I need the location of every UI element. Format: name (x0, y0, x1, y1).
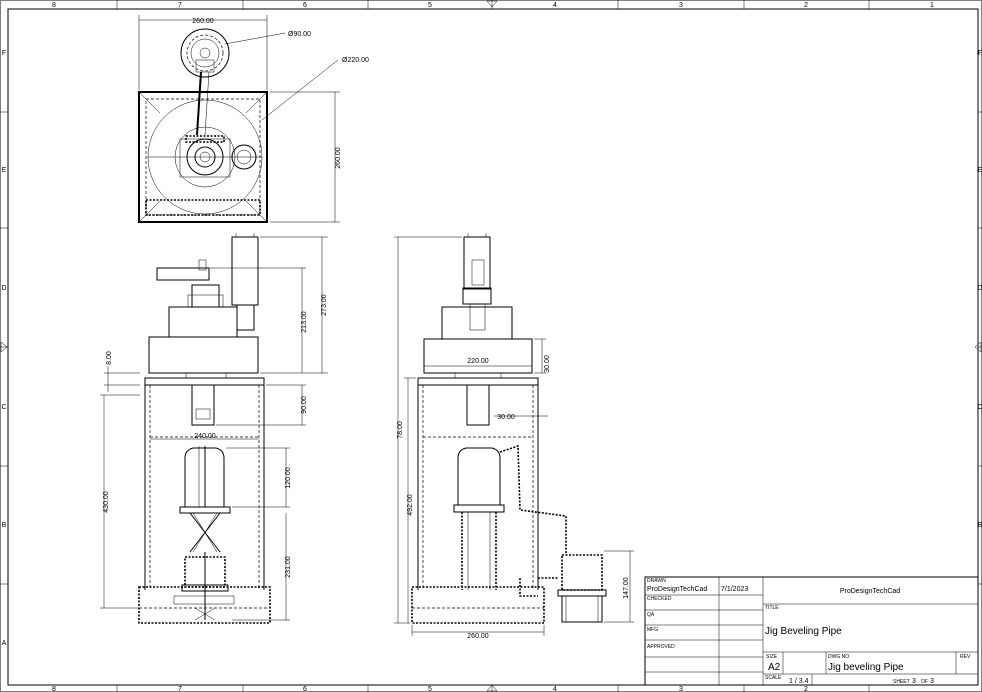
dim-front-plate: 8.00 (106, 351, 113, 365)
zone-label: F (978, 50, 982, 57)
dim-front-upper-height: 273.00 (321, 294, 328, 316)
zone-label: C (977, 404, 982, 411)
sheet-number: 3 (912, 678, 916, 685)
qa-label: QA (647, 612, 655, 618)
dim-side-flange: 220.00 (467, 358, 489, 365)
side-view: 78.00 220.00 30.00 30.00 492.00 147.00 2… (394, 233, 634, 640)
drawn-label: DRAWN (647, 578, 666, 584)
zone-label: 2 (804, 686, 808, 692)
zone-label: 3 (679, 686, 683, 692)
zone-label: C (1, 404, 6, 411)
company-name: ProDesignTechCad (840, 588, 900, 595)
dim-front-gap: 90.00 (301, 396, 308, 414)
drawing-title: Jig Beveling Pipe (765, 626, 842, 637)
dim-side-flange-thickness: 30.00 (544, 355, 551, 373)
checked-label: CHECKED (647, 596, 672, 602)
sheet-label: SHEET (893, 679, 910, 685)
dim-top-width: 260.00 (192, 18, 214, 25)
drawn-date: 7/1/2023 (721, 586, 748, 593)
dim-side-total: 78.00 (397, 421, 404, 439)
dim-front-inner-width: 240.00 (194, 433, 216, 440)
zone-label: D (977, 285, 982, 292)
zone-label: B (2, 522, 7, 529)
zone-label: 5 (428, 686, 432, 692)
zone-label: E (978, 167, 982, 174)
dim-dia-large: Ø220.00 (342, 57, 369, 64)
top-view: 260.00 Ø90.00 Ø220.00 260.00 (138, 15, 369, 223)
dwg-no-label: DWG NO (828, 654, 849, 660)
zone-label: 8 (52, 2, 56, 9)
zone-label: 3 (679, 2, 683, 9)
zone-column-labels: 8 7 6 5 4 3 2 1 8 7 6 5 4 3 2 (52, 2, 934, 692)
drawn-by: ProDesignTechCad (647, 586, 707, 593)
zone-label: B (978, 522, 982, 529)
dwg-no: Jig beveling Pipe (828, 662, 904, 673)
zone-row-labels: F E D C B A F E D C B (1, 50, 982, 647)
zone-label: E (2, 167, 7, 174)
zone-label: 1 (930, 2, 934, 9)
zone-label: 6 (303, 686, 307, 692)
zone-label: 2 (804, 2, 808, 9)
zone-label: 4 (553, 686, 557, 692)
zone-label: 7 (178, 2, 182, 9)
size-label: SIZE (766, 654, 778, 660)
title-label: TITLE (765, 605, 779, 611)
mfg-label: MFG (647, 627, 658, 633)
dim-front-inner-height: 213.00 (301, 311, 308, 333)
zone-label: D (1, 285, 6, 292)
sheet-inner-border (7, 8, 979, 686)
zone-label: 4 (553, 2, 557, 9)
dim-front-motor: 120.00 (285, 467, 292, 489)
dim-side-pump: 147.00 (623, 577, 630, 599)
title-block: DRAWN ProDesignTechCad 7/1/2023 CHECKED … (644, 576, 979, 686)
dim-top-height: 260.00 (335, 147, 342, 169)
sheet-total: 3 (930, 678, 934, 685)
dim-front-frame-height: 430.00 (103, 491, 110, 513)
zone-label: A (2, 640, 7, 647)
rev-label: REV (960, 654, 971, 660)
zone-label: 8 (52, 686, 56, 692)
dim-side-base-width: 260.00 (467, 633, 489, 640)
sheet-size: A2 (768, 662, 781, 673)
zone-label: 5 (428, 2, 432, 9)
approved-label: APPROVED (647, 644, 675, 650)
zone-label: 6 (303, 2, 307, 9)
zone-label: 7 (178, 686, 182, 692)
dim-front-lower: 231.00 (285, 556, 292, 578)
scale-value: 1 / 3.4 (789, 678, 809, 685)
dim-side-offset: 30.00 (497, 414, 515, 421)
dim-side-frame: 492.00 (407, 494, 414, 516)
front-view: 273.00 213.00 8.00 90.00 240.00 120.00 4… (100, 233, 328, 624)
zone-label: F (2, 50, 6, 57)
of-label: OF (921, 679, 928, 685)
scale-label: SCALE (765, 675, 782, 681)
dim-dia-small: Ø90.00 (288, 31, 311, 38)
